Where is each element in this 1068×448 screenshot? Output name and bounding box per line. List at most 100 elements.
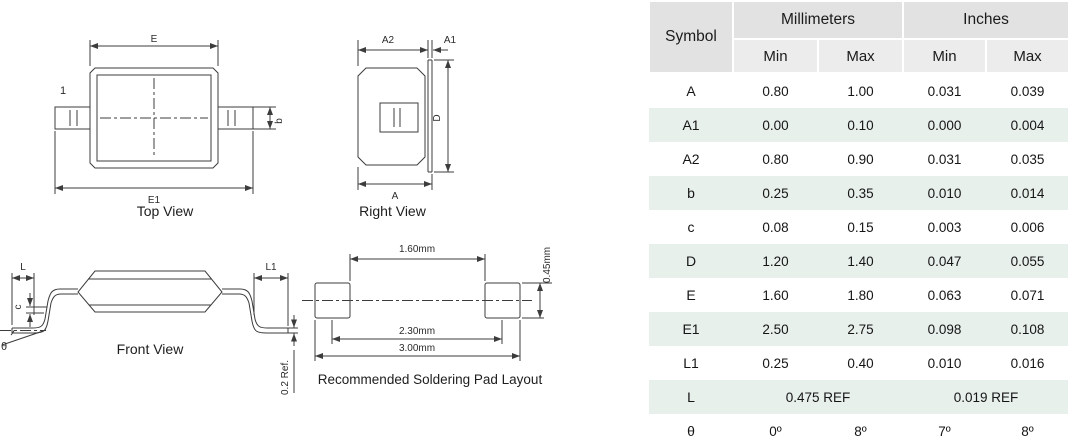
cell-mm-max: 1.40 [847, 253, 874, 269]
cell-symbol: D [685, 253, 697, 269]
cell-in-min: 7º [938, 423, 951, 439]
dimension-A2: A2 [357, 35, 429, 66]
dimension-theta: θ [0, 329, 47, 353]
pad-layout-drawing: 1.60mm 2.30mm 3.00mm 0.45mm [302, 244, 553, 361]
cell-mm-max: 0.40 [847, 355, 874, 371]
gullwing-lead-right [222, 288, 289, 334]
cell-in-max: 8º [1021, 423, 1034, 439]
cell-mm-max: 2.75 [847, 321, 874, 337]
table-row: A1 0.00 0.10 0.000 0.004 [649, 108, 1068, 142]
header-millimeters: Millimeters [732, 0, 904, 40]
header-row-minmax: Min Max Min Max [649, 38, 1068, 74]
cell-mm-max: 0.35 [847, 185, 874, 201]
cell-in-max: 0.035 [1010, 151, 1045, 167]
dimension-pad-height: 0.45mm [522, 247, 553, 319]
cell-in-min: 0.047 [927, 253, 962, 269]
front-view-title: Front View [116, 341, 184, 357]
table-row: b 0.25 0.35 0.010 0.014 [649, 176, 1068, 210]
dimension-c: c [13, 293, 47, 327]
cell-mm-min: 1.60 [762, 287, 789, 303]
header-in-max: Max [984, 38, 1068, 74]
cell-in-max: 0.006 [1010, 219, 1045, 235]
cell-in-min: 0.031 [927, 151, 962, 167]
table-row-L-ref: L 0.475 REF 0.019 REF [649, 380, 1068, 414]
dim-label-A2: A2 [382, 35, 395, 46]
package-body-top [89, 67, 219, 169]
cell-mm-min: 0.08 [762, 219, 789, 235]
cell-symbol: A [686, 83, 696, 99]
cell-in-max: 0.108 [1010, 321, 1045, 337]
dimension-D: D [432, 59, 454, 173]
dimension-pad-outer: 3.00mm [314, 320, 521, 361]
dimension-pad-inner: 1.60mm [349, 244, 486, 281]
dimension-A: A [357, 167, 433, 202]
cell-mm-min: 2.50 [762, 321, 789, 337]
cell-symbol: θ [687, 423, 695, 439]
cell-in-max: 0.004 [1010, 117, 1045, 133]
right-view-title: Right View [359, 203, 426, 219]
header-row-groups: Symbol Millimeters Inches [648, 0, 1068, 74]
cell-mm-max: 1.80 [847, 287, 874, 303]
cell-mm-ref: 0.475 REF [785, 389, 851, 405]
header-mm-max: Max [817, 38, 904, 74]
dim-label-02ref: 0.2 Ref. [280, 360, 291, 395]
cell-in-ref: 0.019 REF [953, 389, 1019, 405]
dim-label-c: c [13, 305, 24, 310]
table-row: A 0.80 1.00 0.031 0.039 [649, 73, 1068, 108]
dim-label-045: 0.45mm [542, 247, 553, 283]
cell-in-min: 0.000 [927, 117, 962, 133]
cell-mm-min: 0.25 [762, 185, 789, 201]
right-view-drawing: A2 A1 D A [357, 35, 457, 202]
cell-mm-max: 0.10 [847, 117, 874, 133]
cell-in-max: 0.016 [1010, 355, 1045, 371]
cell-symbol: E [686, 287, 696, 303]
package-body-right [357, 67, 426, 166]
dim-label-D: D [432, 114, 443, 121]
cell-mm-min: 0.80 [762, 151, 789, 167]
cell-mm-min: 0.80 [762, 83, 789, 99]
table-row: A2 0.80 0.90 0.031 0.035 [649, 142, 1068, 176]
centerlines [100, 78, 208, 158]
cell-mm-min: 0º [769, 423, 782, 439]
package-leads-top [54, 106, 254, 130]
table-row: c 0.08 0.15 0.003 0.006 [649, 210, 1068, 244]
cell-mm-min: 1.20 [762, 253, 789, 269]
table-row: L1 0.25 0.40 0.010 0.016 [649, 346, 1068, 380]
cell-symbol: E1 [682, 321, 700, 337]
dim-label-E1: E1 [148, 195, 161, 206]
cell-in-max: 0.014 [1010, 185, 1045, 201]
dimension-02ref: 0.2 Ref. [280, 315, 298, 395]
front-view-drawing: L L1 c θ 0.2 Ref. [0, 262, 298, 395]
cell-symbol: b [687, 185, 695, 201]
top-view-title: Top View [136, 203, 194, 219]
dim-label-300: 3.00mm [399, 343, 435, 354]
cell-symbol: A1 [682, 117, 700, 133]
dim-label-b: b [274, 118, 285, 124]
cell-in-max: 0.039 [1010, 83, 1045, 99]
dim-label-L1: L1 [265, 262, 277, 273]
cell-symbol: c [687, 219, 695, 235]
package-body-front [77, 270, 223, 313]
dim-label-160: 1.60mm [399, 244, 435, 255]
dim-label-E: E [151, 34, 158, 45]
cell-in-max: 0.055 [1010, 253, 1045, 269]
cell-mm-max: 0.90 [847, 151, 874, 167]
cell-mm-min: 0.25 [762, 355, 789, 371]
table-row-theta: θ 0º 8º 7º 8º [649, 414, 1068, 448]
package-lead-right [427, 59, 433, 173]
cell-in-min: 0.063 [927, 287, 962, 303]
cell-mm-min: 0.00 [762, 117, 789, 133]
solder-pads [302, 282, 532, 319]
table-row: D 1.20 1.40 0.047 0.055 [649, 244, 1068, 278]
gullwing-lead-left [11, 288, 78, 334]
dimension-pad-center: 2.30mm [331, 320, 503, 344]
table-row: E 1.60 1.80 0.063 0.071 [649, 278, 1068, 312]
dim-label-230: 2.30mm [399, 326, 435, 337]
cell-mm-max: 8º [854, 423, 867, 439]
cell-mm-max: 1.00 [847, 83, 874, 99]
cell-in-min: 0.003 [927, 219, 962, 235]
table-row: E1 2.50 2.75 0.098 0.108 [649, 312, 1068, 346]
cell-symbol: L [687, 389, 695, 405]
dim-label-theta: θ [1, 341, 7, 353]
cell-symbol: L1 [683, 355, 699, 371]
